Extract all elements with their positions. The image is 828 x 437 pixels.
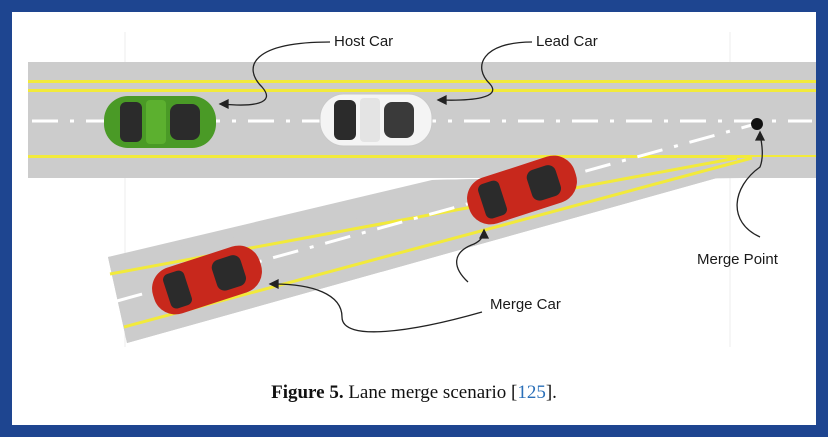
host-car-arrowhead bbox=[218, 98, 229, 110]
merge-car-far bbox=[467, 155, 577, 225]
merge-point-arrowhead bbox=[754, 130, 766, 141]
host-car bbox=[104, 96, 216, 148]
lead-car-arrow bbox=[439, 41, 533, 101]
merge-point-dot bbox=[751, 118, 763, 130]
caption-reference-link[interactable]: 125 bbox=[517, 382, 546, 403]
lead-car-label: Lead Car bbox=[536, 33, 598, 50]
merge-point-label: Merge Point bbox=[697, 251, 779, 268]
caption-text: Lane merge scenario [ bbox=[348, 382, 518, 403]
lead-car-arrowhead bbox=[436, 94, 447, 106]
host-car-label: Host Car bbox=[334, 33, 393, 50]
lead-car bbox=[319, 93, 433, 147]
callout-arrows bbox=[218, 41, 766, 333]
merge-point-arrow bbox=[736, 133, 763, 238]
caption-figure-number: Figure 5. bbox=[271, 382, 344, 403]
merge-car-arrow-near bbox=[273, 283, 483, 333]
merge-car-label: Merge Car bbox=[490, 296, 561, 313]
figure-caption: Figure 5. Lane merge scenario [125]. bbox=[12, 382, 816, 404]
merge-car-arrowhead-near bbox=[268, 278, 279, 290]
lane-merge-diagram: Host Car Lead Car Merge Point Merge Car bbox=[28, 32, 816, 347]
merge-car-arrowhead-far bbox=[478, 228, 490, 239]
caption-end: ]. bbox=[545, 382, 557, 403]
host-car-arrow bbox=[221, 41, 331, 106]
merge-car-near bbox=[152, 245, 262, 315]
